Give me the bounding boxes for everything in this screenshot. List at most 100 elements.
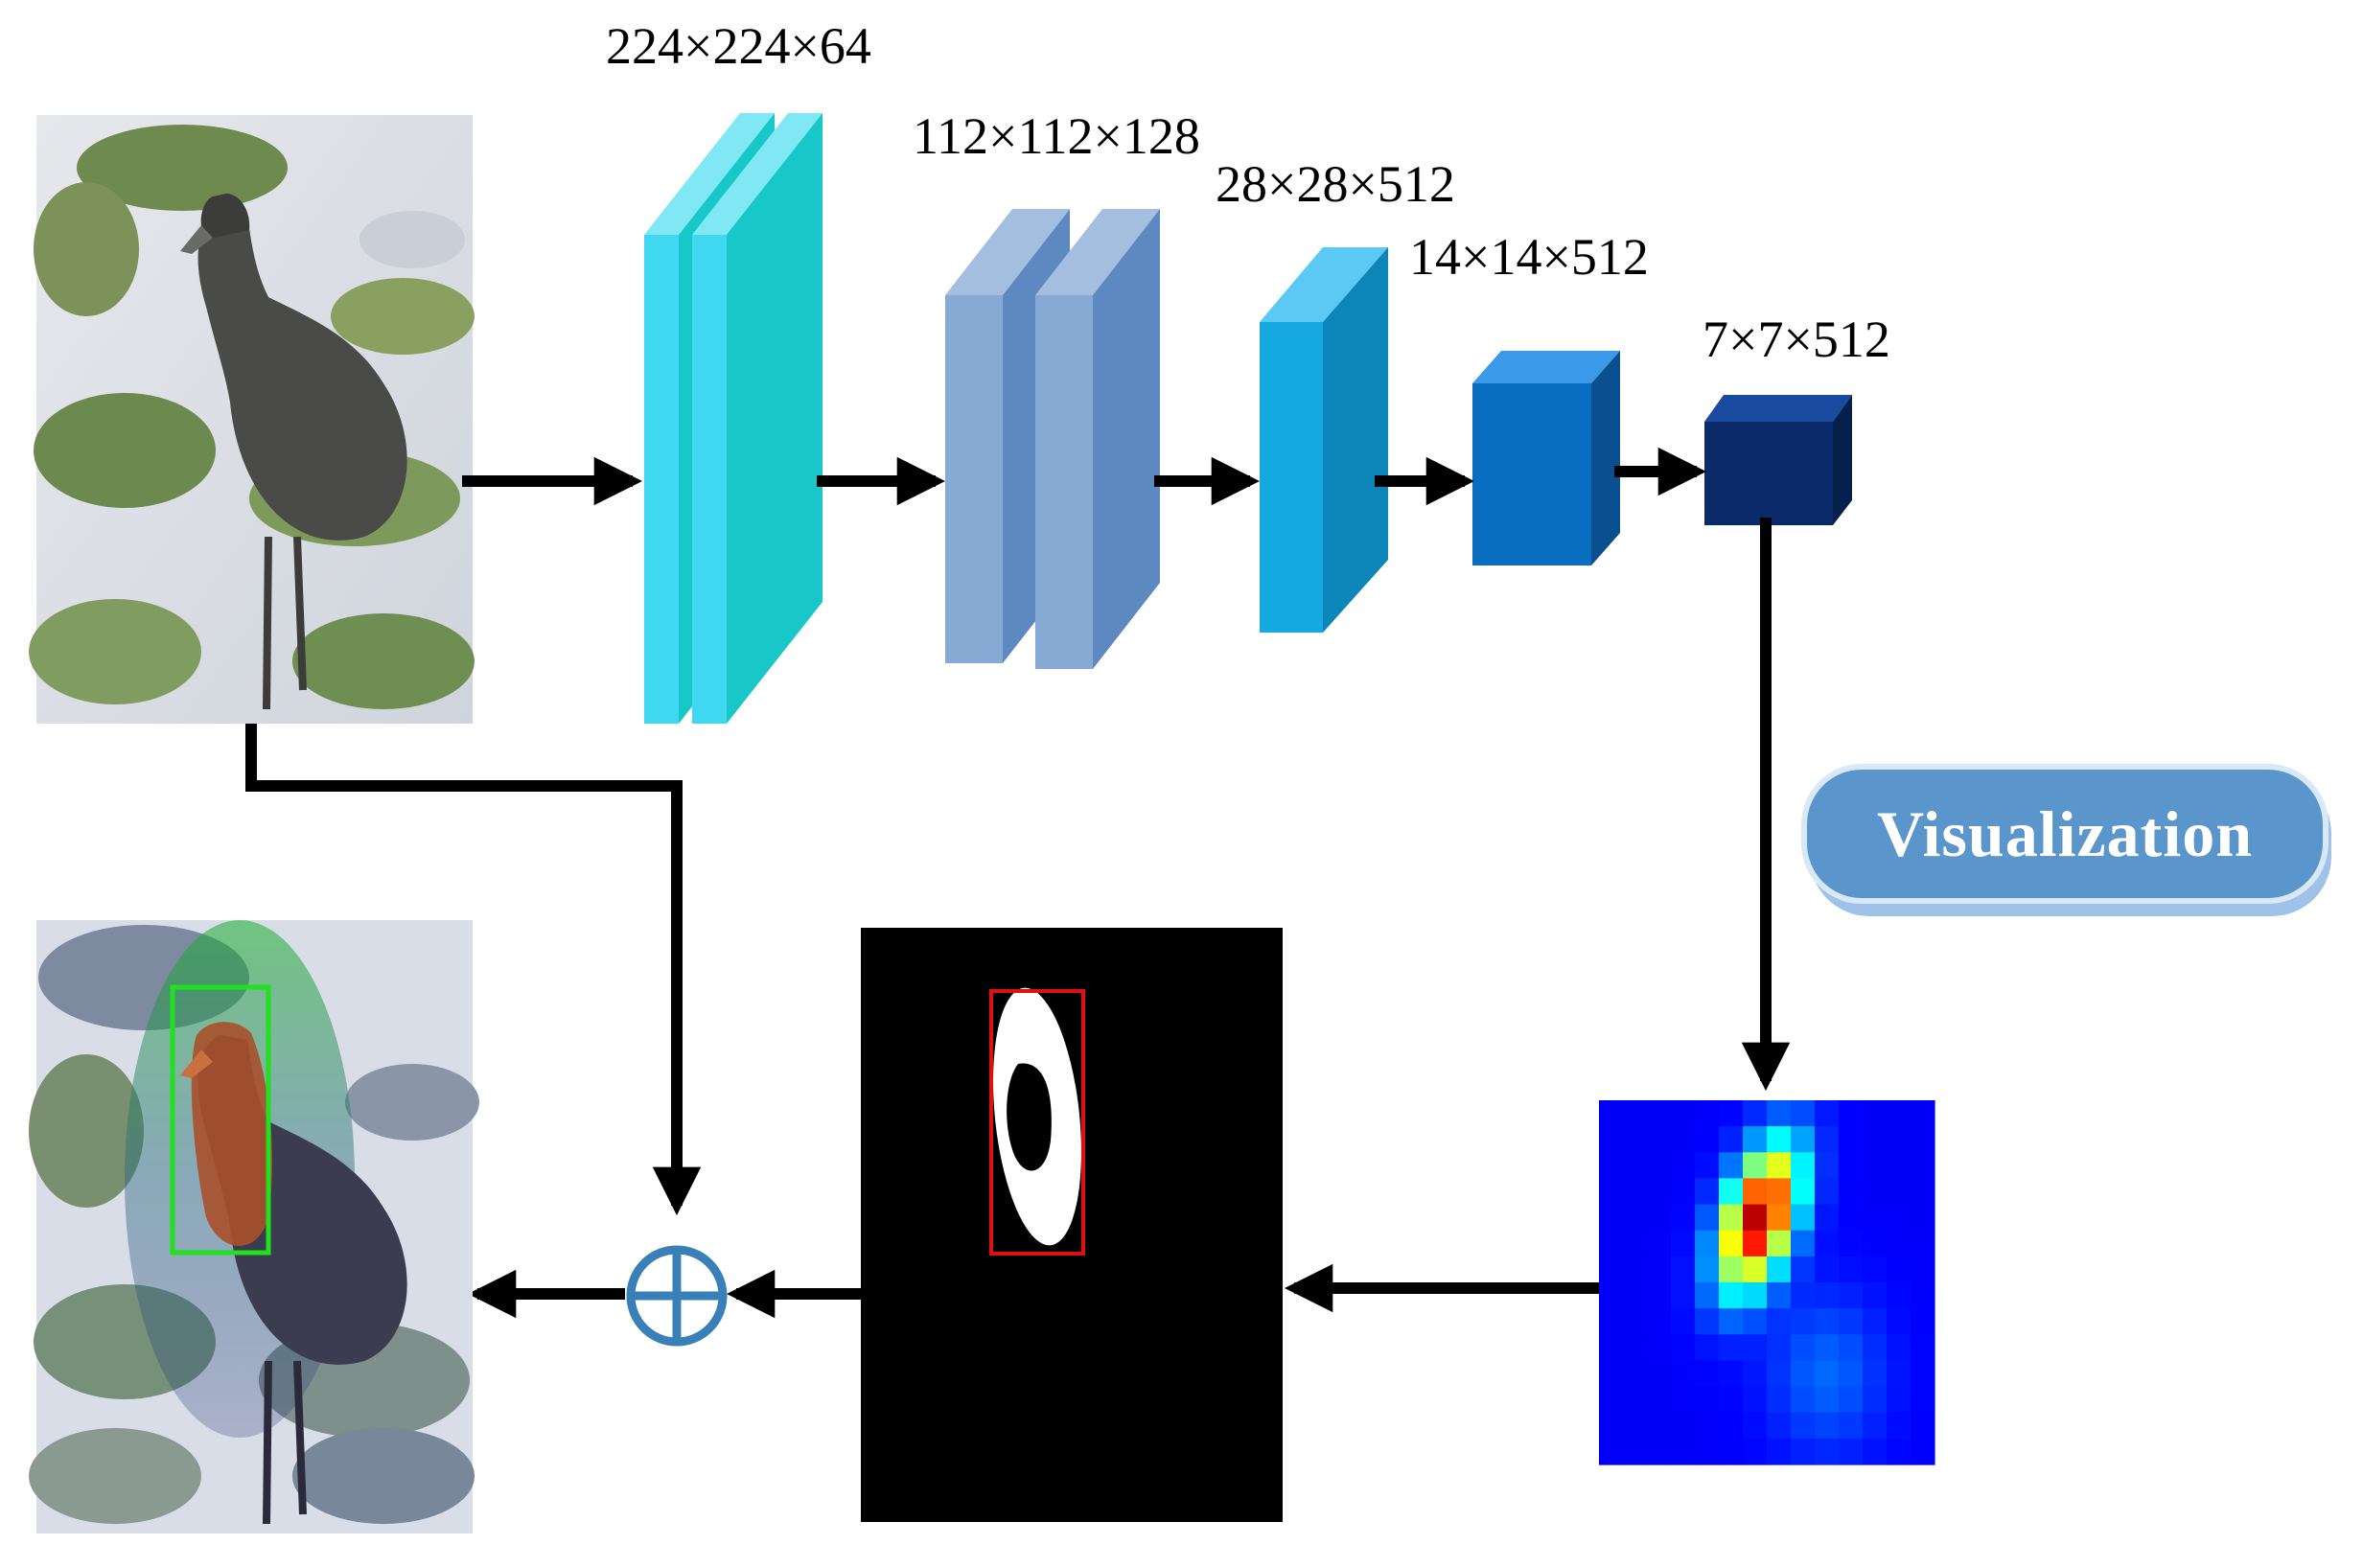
heatmap-cell xyxy=(1695,1438,1720,1465)
heatmap-cell xyxy=(1839,1438,1864,1465)
heatmap-cell xyxy=(1671,1126,1696,1153)
heatmap-cell xyxy=(1767,1308,1792,1335)
heatmap-cell xyxy=(1791,1438,1816,1465)
heatmap-cell xyxy=(1719,1282,1744,1309)
heatmap-cell xyxy=(1815,1438,1840,1465)
heatmap-cell xyxy=(1623,1282,1648,1309)
heatmap-cell xyxy=(1791,1360,1816,1388)
heatmap-cell xyxy=(1815,1204,1840,1232)
conv-block-2 xyxy=(945,209,1160,669)
heatmap-cell xyxy=(1791,1282,1816,1309)
heatmap-cell xyxy=(1671,1282,1696,1309)
heatmap-cell xyxy=(1599,1282,1624,1309)
heatmap-cell xyxy=(1671,1308,1696,1335)
heatmap-cell xyxy=(1623,1152,1648,1179)
heatmap-cell xyxy=(1767,1100,1792,1127)
heatmap-cell xyxy=(1911,1308,1935,1335)
heatmap-cell xyxy=(1623,1256,1648,1283)
heatmap-cell xyxy=(1815,1282,1840,1309)
heatmap-cell xyxy=(1791,1256,1816,1283)
heatmap-cell xyxy=(1911,1438,1935,1465)
heatmap-cell xyxy=(1719,1360,1744,1388)
heatmap-cell xyxy=(1815,1386,1840,1414)
heatmap-cell xyxy=(1671,1204,1696,1232)
heatmap-cell xyxy=(1599,1178,1624,1206)
heatmap-cell xyxy=(1911,1126,1935,1153)
heatmap-cell xyxy=(1647,1386,1672,1414)
heatmap-cell xyxy=(1863,1360,1888,1388)
input-image xyxy=(29,115,475,724)
heatmap-cell xyxy=(1911,1334,1935,1361)
heatmap-cell xyxy=(1767,1152,1792,1179)
heatmap-cell xyxy=(1695,1334,1720,1361)
heatmap-cell xyxy=(1887,1204,1911,1232)
heatmap xyxy=(1599,1100,1935,1465)
heatmap-cell xyxy=(1791,1334,1816,1361)
heatmap-cell xyxy=(1911,1100,1935,1127)
heatmap-cell xyxy=(1767,1386,1792,1414)
heatmap-cell xyxy=(1839,1126,1864,1153)
heatmap-cell xyxy=(1599,1412,1624,1440)
heatmap-cell xyxy=(1767,1126,1792,1153)
heatmap-cell xyxy=(1719,1204,1744,1232)
heatmap-cell xyxy=(1887,1230,1911,1257)
heatmap-cell xyxy=(1863,1204,1888,1232)
heatmap-cell xyxy=(1647,1256,1672,1283)
heatmap-cell xyxy=(1887,1360,1911,1388)
heatmap-cell xyxy=(1671,1152,1696,1179)
heatmap-cell xyxy=(1695,1178,1720,1206)
heatmap-cell xyxy=(1599,1438,1624,1465)
heatmap-cell xyxy=(1623,1178,1648,1206)
heatmap-cell xyxy=(1887,1100,1911,1127)
layer-label-1: 224×224×64 xyxy=(606,17,871,75)
heatmap-cell xyxy=(1647,1230,1672,1257)
heatmap-cell xyxy=(1623,1230,1648,1257)
heatmap-cell xyxy=(1767,1438,1792,1465)
heatmap-cell xyxy=(1695,1360,1720,1388)
heatmap-cell xyxy=(1743,1178,1768,1206)
heatmap-cell xyxy=(1647,1178,1672,1206)
heatmap-cell xyxy=(1599,1100,1624,1127)
layer-labels: 224×224×64 112×112×128 28×28×512 14×14×5… xyxy=(606,17,1890,368)
heatmap-cell xyxy=(1743,1282,1768,1309)
heatmap-cell xyxy=(1623,1126,1648,1153)
heatmap-cell xyxy=(1743,1100,1768,1127)
mask-bounding-box xyxy=(989,989,1085,1256)
heatmap-cell xyxy=(1695,1100,1720,1127)
heatmap-cell xyxy=(1911,1282,1935,1309)
heatmap-cell xyxy=(1791,1100,1816,1127)
heatmap-cell xyxy=(1719,1386,1744,1414)
heatmap-cell xyxy=(1623,1204,1648,1232)
heatmap-cell xyxy=(1911,1386,1935,1414)
output-image xyxy=(29,920,479,1533)
heatmap-cell xyxy=(1719,1230,1744,1257)
heatmap-cell xyxy=(1695,1386,1720,1414)
heatmap-cell xyxy=(1599,1386,1624,1414)
heatmap-cell xyxy=(1863,1386,1888,1414)
heatmap-cell xyxy=(1791,1152,1816,1179)
heatmap-cell xyxy=(1743,1334,1768,1361)
heatmap-cell xyxy=(1791,1412,1816,1440)
heatmap-cell xyxy=(1839,1178,1864,1206)
heatmap-cell xyxy=(1743,1230,1768,1257)
heatmap-cell xyxy=(1791,1386,1816,1414)
heatmap-cell xyxy=(1839,1282,1864,1309)
heatmap-cell xyxy=(1719,1178,1744,1206)
conv-block-5 xyxy=(1704,395,1852,525)
heatmap-cell xyxy=(1623,1100,1648,1127)
heatmap-cell xyxy=(1599,1126,1624,1153)
heatmap-cell xyxy=(1743,1360,1768,1388)
heatmap-cell xyxy=(1623,1412,1648,1440)
heatmap-cell xyxy=(1671,1412,1696,1440)
heatmap-cell xyxy=(1815,1126,1840,1153)
heatmap-cell xyxy=(1599,1256,1624,1283)
heatmap-cell xyxy=(1647,1334,1672,1361)
heatmap-cell xyxy=(1623,1438,1648,1465)
backward-arrows xyxy=(467,1263,1599,1319)
heatmap-cell xyxy=(1623,1334,1648,1361)
heatmap-cell xyxy=(1719,1438,1744,1465)
heatmap-cell xyxy=(1839,1334,1864,1361)
heatmap-cell xyxy=(1791,1178,1816,1206)
heatmap-cell xyxy=(1911,1204,1935,1232)
heatmap-cell xyxy=(1911,1178,1935,1206)
